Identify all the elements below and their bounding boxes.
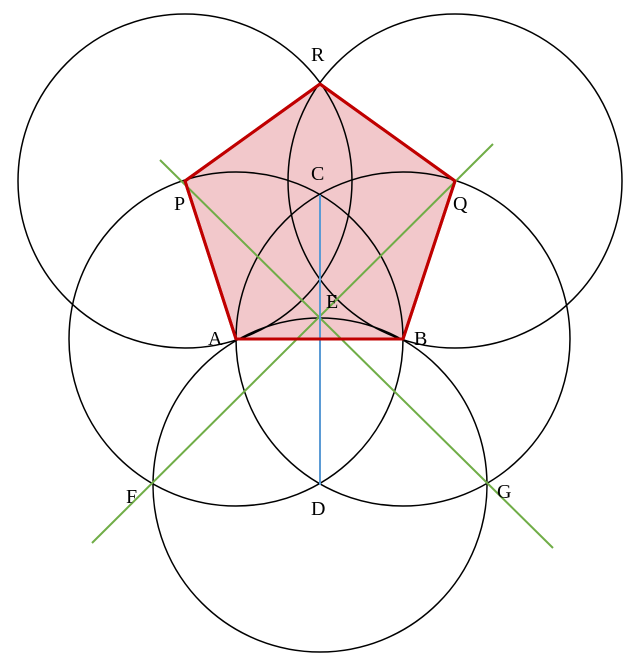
circle-q: [287, 13, 623, 349]
label-d: D: [311, 498, 325, 520]
circle-p: [17, 13, 353, 349]
label-c: C: [311, 163, 324, 185]
label-r: R: [311, 44, 325, 66]
pentagon-outline: [183, 82, 457, 341]
label-f: F: [126, 486, 137, 508]
label-e: E: [326, 291, 338, 313]
label-q: Q: [453, 193, 468, 215]
label-p: P: [174, 193, 185, 215]
label-b: B: [414, 328, 427, 350]
line-fq: [91, 143, 494, 544]
label-g: G: [497, 481, 511, 503]
line-pg: [159, 159, 554, 549]
label-a: A: [208, 328, 223, 350]
